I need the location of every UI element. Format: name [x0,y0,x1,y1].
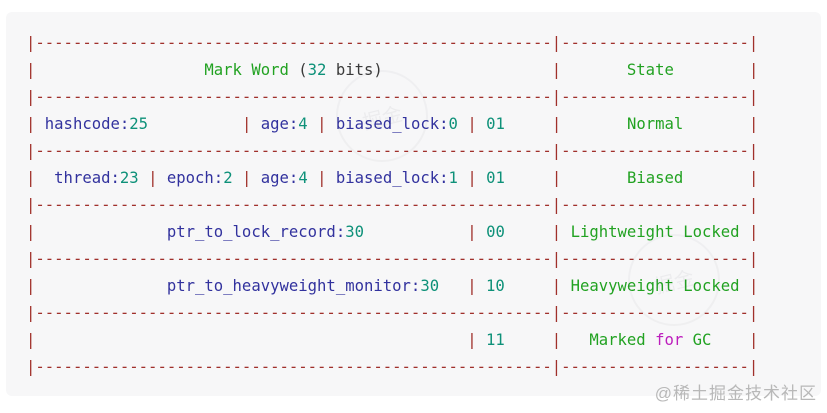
mark-word-ascii-table: |---------------------------------------… [26,34,759,376]
watermark-credit: @稀土掘金技术社区 [654,384,817,403]
code-block: |---------------------------------------… [6,12,821,396]
